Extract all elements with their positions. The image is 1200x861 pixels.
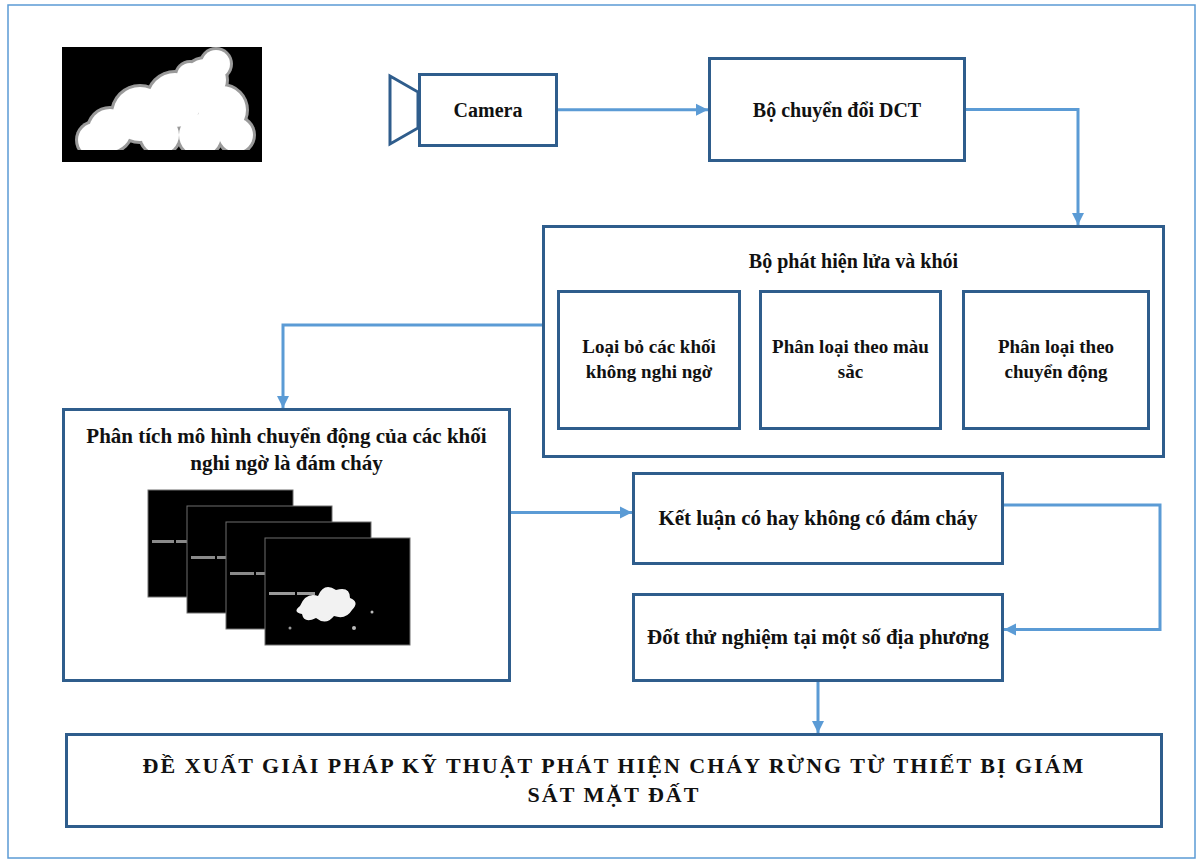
box-label: Kết luận có hay không có đám cháy bbox=[658, 505, 977, 532]
cloud bbox=[78, 50, 253, 157]
camera-box: Camera bbox=[418, 73, 558, 147]
flow-arrow bbox=[1004, 505, 1160, 630]
process-box: Kết luận có hay không có đám cháy bbox=[632, 472, 1004, 565]
box-label: Bộ chuyển đổi DCT bbox=[753, 97, 921, 123]
process-box: Phân loại theo chuyển động bbox=[962, 290, 1150, 430]
box-label: Camera bbox=[454, 97, 523, 123]
box-label: ĐỀ XUẤT GIẢI PHÁP KỸ THUẬT PHÁT HIỆN CHÁ… bbox=[128, 752, 1100, 809]
group-box: Bộ phát hiện lửa và khóiLoại bỏ các khối… bbox=[542, 225, 1165, 458]
flow-arrow bbox=[817, 682, 820, 733]
smoke-icon bbox=[62, 47, 262, 162]
camera-lens bbox=[390, 76, 418, 144]
result-box: ĐỀ XUẤT GIẢI PHÁP KỸ THUẬT PHÁT HIỆN CHÁ… bbox=[65, 733, 1163, 828]
box-label: Loại bỏ các khối không nghi ngờ bbox=[568, 335, 730, 384]
box-label: Đốt thử nghiệm tại một số địa phương bbox=[647, 624, 989, 651]
process-box: Bộ chuyển đổi DCT bbox=[708, 57, 966, 162]
box-label: Phân loại theo chuyển động bbox=[973, 335, 1139, 384]
outer-frame bbox=[8, 5, 1195, 858]
process-box: Phân loại theo màu sắc bbox=[759, 290, 942, 430]
smoke-blob bbox=[296, 587, 355, 621]
box-heading: Bộ phát hiện lửa và khói bbox=[553, 248, 1154, 274]
process-box: Đốt thử nghiệm tại một số địa phương bbox=[632, 593, 1004, 682]
flow-arrow bbox=[558, 108, 708, 111]
box-heading: Phân tích mô hình chuyển động của các kh… bbox=[73, 423, 500, 478]
process-box: Loại bỏ các khối không nghi ngờ bbox=[557, 290, 741, 430]
flow-arrow bbox=[511, 511, 632, 514]
cloud-shadow bbox=[75, 47, 256, 160]
box-label: Phân loại theo màu sắc bbox=[770, 335, 931, 384]
icon-ground bbox=[62, 47, 262, 162]
flow-arrow bbox=[283, 325, 542, 408]
icon-ground-base bbox=[62, 150, 262, 162]
video-frames-illustration bbox=[148, 490, 410, 645]
analysis-box: Phân tích mô hình chuyển động của các kh… bbox=[62, 408, 511, 682]
flow-arrow bbox=[966, 110, 1078, 226]
video-frame bbox=[265, 538, 410, 645]
